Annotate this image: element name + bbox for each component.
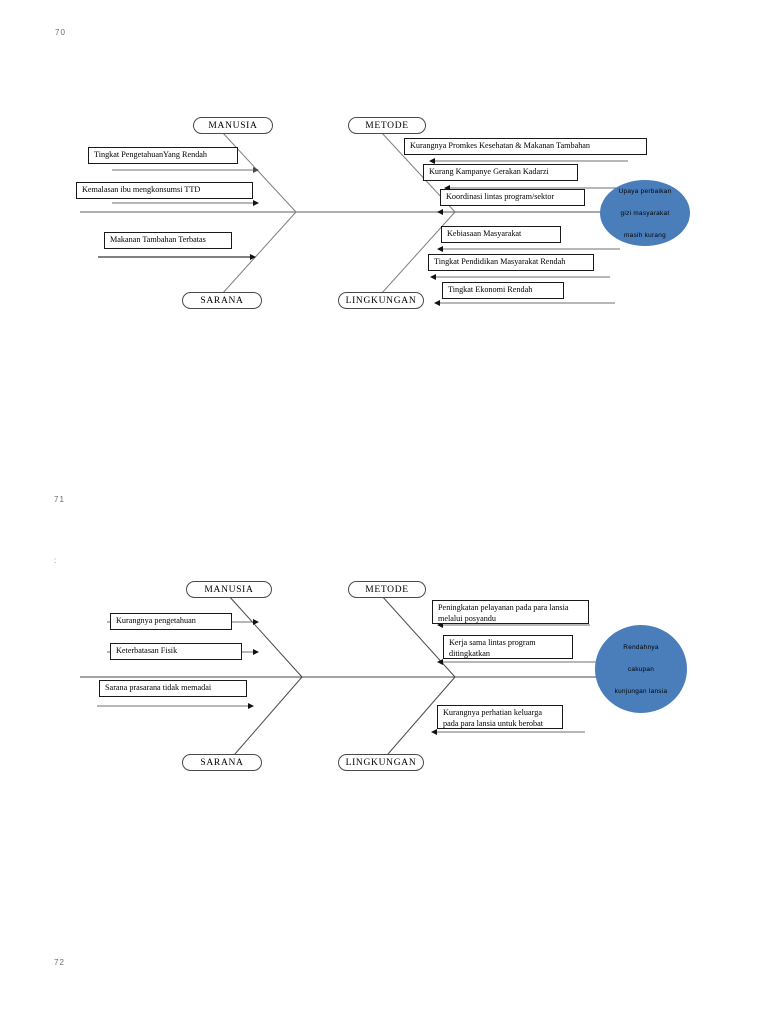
- arrowhead: [430, 274, 436, 280]
- fishbone-diagram-2: MANUSIA METODE SARANA LINGKUNGAN Kurangn…: [0, 540, 768, 840]
- page-marker-70: 70: [55, 28, 66, 37]
- cause-box[interactable]: Kemalasan ibu mengkonsumsi TTD: [76, 182, 253, 199]
- arrowhead: [437, 659, 443, 665]
- effect-line-2: gizi masyarakat: [620, 209, 670, 217]
- cause-box[interactable]: Sarana prasarana tidak memadai: [99, 680, 247, 697]
- rib-lingkungan: [380, 211, 456, 295]
- cause-box[interactable]: Keterbatasan Fisik: [110, 643, 242, 660]
- fishbone-skeleton-1: [80, 131, 628, 306]
- effect-ellipse[interactable]: Rendahnya cakupan kunjungan lansia: [595, 625, 687, 713]
- arrowhead: [431, 729, 437, 735]
- cause-arrows-left: [112, 169, 253, 204]
- cause-box[interactable]: Kebiasaan Masyarakat: [441, 226, 561, 243]
- cause-box[interactable]: Kurangnya Promkes Kesehatan & Makanan Ta…: [404, 138, 647, 155]
- category-box-lingkungan[interactable]: LINGKUNGAN: [338, 292, 424, 309]
- arrowhead: [248, 703, 254, 709]
- cause-box[interactable]: Makanan Tambahan Terbatas: [104, 232, 232, 249]
- rib-lingkungan: [380, 676, 456, 763]
- rib-manusia: [221, 131, 297, 213]
- arrowhead: [253, 619, 259, 625]
- category-box-manusia[interactable]: MANUSIA: [186, 581, 272, 598]
- fishbone-diagram-1: MANUSIA METODE SARANA LINGKUNGAN Tingkat…: [0, 0, 768, 340]
- arrowhead: [253, 649, 259, 655]
- cause-box[interactable]: Tingkat Ekonomi Rendah: [442, 282, 564, 299]
- cause-box[interactable]: Tingkat Pendidikan Masyarakat Rendah: [428, 254, 594, 271]
- page-marker-72: 72: [54, 958, 65, 967]
- cause-box[interactable]: Koordinasi lintas program/sektor: [440, 189, 585, 206]
- category-box-sarana[interactable]: SARANA: [182, 292, 262, 309]
- cause-box[interactable]: Kerja sama lintas program ditingkatkan: [443, 635, 573, 659]
- category-box-metode[interactable]: METODE: [348, 117, 426, 134]
- arrowhead: [253, 200, 259, 206]
- category-box-sarana[interactable]: SARANA: [182, 754, 262, 771]
- category-box-manusia[interactable]: MANUSIA: [193, 117, 273, 134]
- category-box-lingkungan[interactable]: LINGKUNGAN: [338, 754, 424, 771]
- effect-line-3: kunjungan lansia: [614, 687, 668, 695]
- cause-box[interactable]: Kurangnya pengetahuan: [110, 613, 232, 630]
- cause-box[interactable]: Peningkatan pelayanan pada para lansia m…: [432, 600, 589, 624]
- arrowhead: [250, 254, 256, 260]
- arrowhead: [437, 209, 443, 215]
- effect-ellipse[interactable]: Upaya perbaikan gizi masyarakat masih ku…: [600, 180, 690, 246]
- effect-line-1: Upaya perbaikan: [618, 187, 672, 195]
- page-marker-71: 71: [54, 495, 65, 504]
- effect-line-3: masih kurang: [624, 231, 666, 239]
- cause-arrows-right: [435, 160, 628, 304]
- arrowhead: [429, 158, 435, 164]
- cause-box[interactable]: Tingkat PengetahuanYang Rendah: [88, 147, 238, 164]
- rib-sarana: [227, 676, 303, 763]
- rib-sarana: [221, 211, 297, 295]
- cause-arrows-right: [437, 624, 600, 733]
- arrowhead: [434, 300, 440, 306]
- cause-box[interactable]: Kurangnya perhatian keluarga pada para l…: [437, 705, 563, 729]
- category-box-metode[interactable]: METODE: [348, 581, 426, 598]
- cause-box[interactable]: Kurang Kampanye Gerakan Kadarzi: [423, 164, 578, 181]
- arrowhead: [437, 246, 443, 252]
- effect-line-1: Rendahnya: [623, 643, 659, 651]
- stray-colon-mark: :: [54, 556, 57, 565]
- rib-manusia: [227, 594, 303, 678]
- effect-line-2: cakupan: [627, 665, 655, 673]
- arrowhead: [253, 167, 259, 173]
